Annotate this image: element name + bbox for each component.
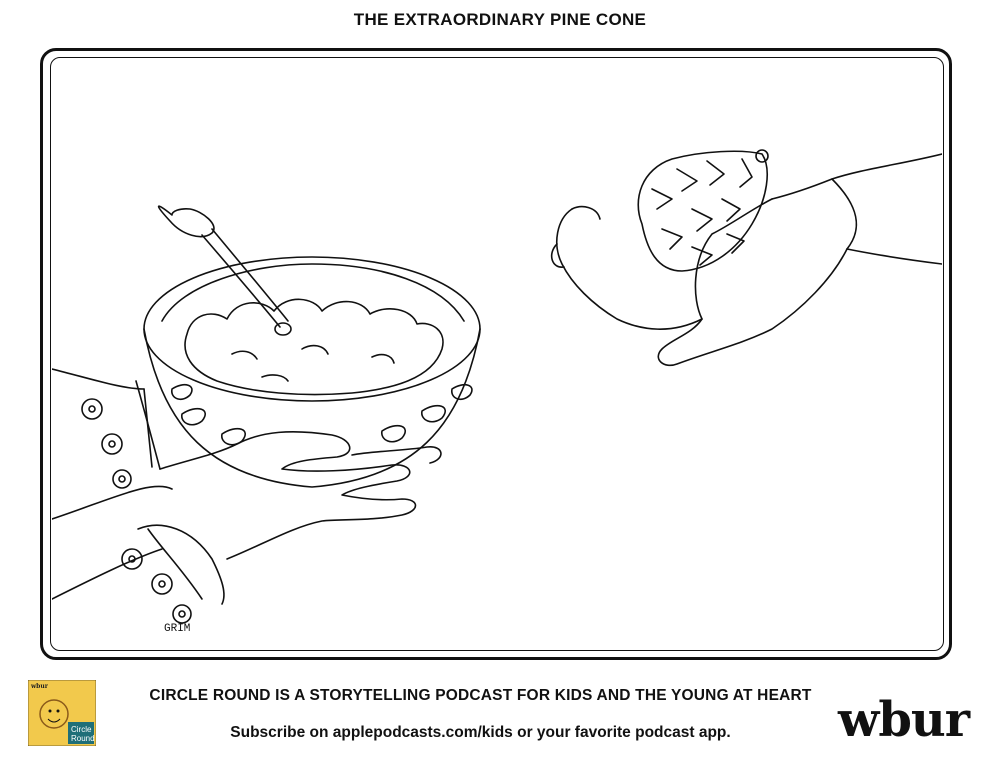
logo-circle-text: Circle bbox=[71, 725, 92, 734]
logo-wbur-text: wbur bbox=[30, 683, 49, 690]
podcast-tagline: CIRCLE ROUND IS A STORYTELLING PODCAST F… bbox=[149, 687, 812, 704]
pine-cone-hand bbox=[550, 149, 942, 367]
artist-signature: GRIM bbox=[164, 623, 190, 635]
spoon bbox=[157, 205, 292, 336]
inner-frame bbox=[50, 57, 944, 651]
logo-round-text: Round bbox=[71, 734, 95, 743]
coloring-illustration: GRIM bbox=[52, 149, 942, 635]
circle-round-logo: wbur Circle Round bbox=[28, 680, 96, 746]
bowl bbox=[143, 256, 481, 488]
outer-frame bbox=[40, 48, 952, 660]
child-hands bbox=[52, 368, 442, 624]
wbur-logo: wbur bbox=[838, 692, 970, 748]
page-title: THE EXTRAORDINARY PINE CONE bbox=[353, 10, 647, 29]
subscribe-text: Subscribe on applepodcasts.com/kids or y… bbox=[230, 724, 731, 741]
